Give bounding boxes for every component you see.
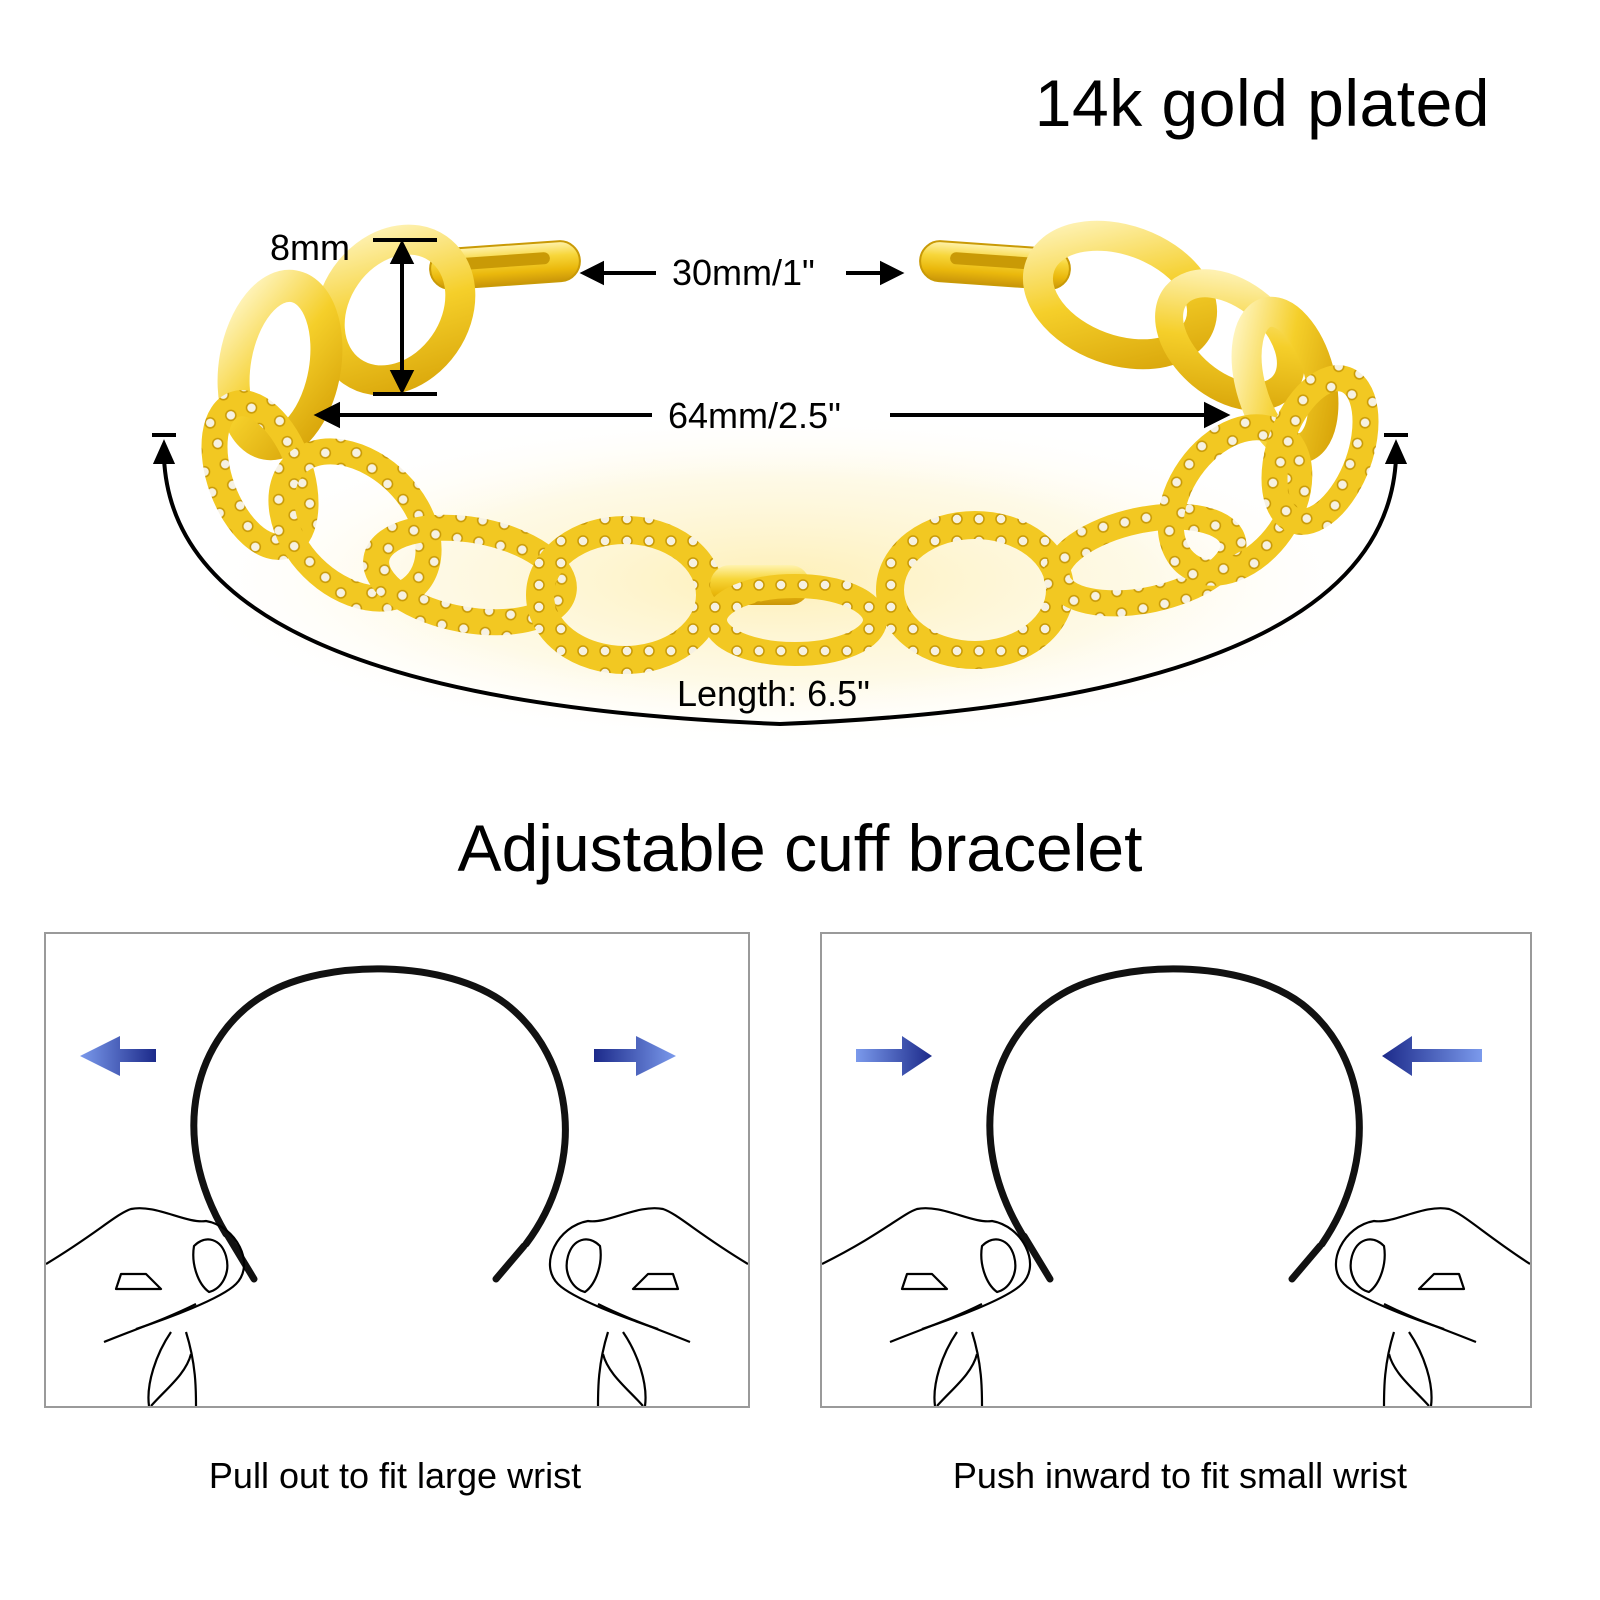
inner-width-label: 64mm/2.5" <box>668 395 841 436</box>
link-height-dimension-lines <box>373 238 437 396</box>
arrow-right-icon <box>594 1036 676 1076</box>
instruction-panel-pull-out <box>44 932 750 1408</box>
caption-push-in: Push inward to fit small wrist <box>952 1455 1408 1496</box>
link-height-label: 8mm <box>270 227 350 268</box>
product-title: 14k gold plated <box>1034 66 1490 140</box>
arrow-left-icon <box>80 1036 156 1076</box>
bracelet-illustration <box>152 220 1408 750</box>
section-title: Adjustable cuff bracelet <box>457 811 1143 885</box>
caption-pull-out: Pull out to fit large wrist <box>208 1455 582 1496</box>
instruction-panel-push-in <box>820 932 1532 1408</box>
arrow-right-icon <box>856 1036 932 1076</box>
product-image <box>0 200 1600 760</box>
length-label: Length: 6.5" <box>677 673 870 714</box>
opening-gap-label: 30mm/1" <box>672 252 815 293</box>
arrow-left-icon <box>1382 1036 1482 1076</box>
